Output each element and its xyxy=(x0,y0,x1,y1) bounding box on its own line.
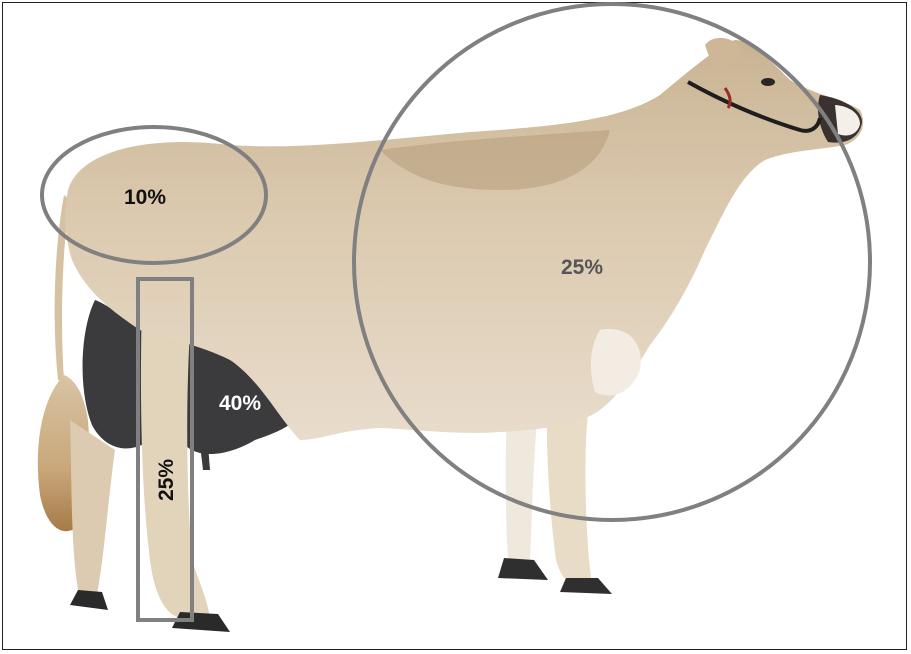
udder-percentage: 40% xyxy=(219,392,261,415)
rump-percentage: 10% xyxy=(124,186,166,209)
cow-brisket xyxy=(591,329,641,395)
leg-percentage: 25% xyxy=(155,459,178,501)
front-percentage: 25% xyxy=(561,256,603,279)
